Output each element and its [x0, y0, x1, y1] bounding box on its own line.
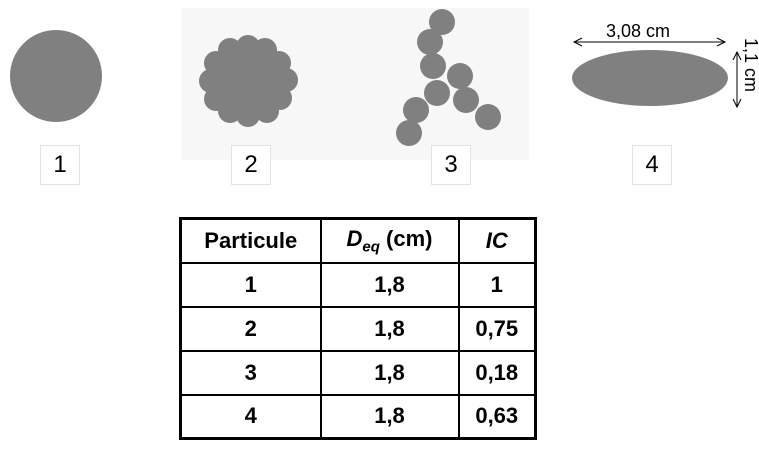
cell-deq: 1,8	[319, 305, 460, 352]
particle-2	[195, 25, 305, 135]
cell-particule: 2	[179, 305, 322, 352]
cell-deq: 1,8	[319, 349, 460, 396]
particle-2-cluster-shape	[199, 35, 298, 127]
cell-deq: 1,8	[319, 393, 460, 440]
height-dimension-arrow	[732, 50, 742, 109]
particle-4-number: 4	[632, 145, 672, 185]
particle-3	[385, 0, 515, 160]
length-dimension-arrow	[572, 37, 727, 47]
particle-4	[560, 15, 759, 115]
header-deq-unit: (cm)	[379, 226, 433, 252]
header-ic: IC	[457, 217, 537, 264]
table-row: 1 1,8 1	[179, 261, 537, 308]
header-deq-symbol: D	[346, 226, 363, 252]
particle-3-chain-shape	[396, 9, 501, 146]
table-row: 4 1,8 0,63	[179, 393, 537, 440]
particle-1-circle-shape	[10, 30, 102, 122]
cell-ic: 0,18	[457, 349, 537, 396]
particle-1	[8, 28, 108, 128]
cell-particule: 3	[179, 349, 322, 396]
header-deq: Deq (cm)	[319, 217, 460, 264]
particle-data-table: Particule Deq (cm) IC 1 1,8 1 2 1,8 0,75…	[179, 217, 537, 440]
header-deq-subscript: eq	[362, 238, 380, 256]
cell-particule: 4	[179, 393, 322, 440]
header-particule: Particule	[179, 217, 322, 264]
particle-4-ellipse-shape	[572, 37, 742, 109]
particle-2-number: 2	[231, 145, 271, 185]
table-row: 2 1,8 0,75	[179, 305, 537, 352]
cell-particule: 1	[179, 261, 322, 308]
cell-deq: 1,8	[319, 261, 460, 308]
length-dimension-label: 3,08 cm	[606, 21, 671, 41]
particle-3-number: 3	[431, 145, 471, 185]
cell-ic: 1	[457, 261, 537, 308]
cell-ic: 0,63	[457, 393, 537, 440]
table-header-row: Particule Deq (cm) IC	[179, 217, 537, 264]
particle-1-number: 1	[40, 145, 80, 185]
cell-ic: 0,75	[457, 305, 537, 352]
table-row: 3 1,8 0,18	[179, 349, 537, 396]
height-dimension-label: 1,1 cm	[741, 38, 759, 93]
